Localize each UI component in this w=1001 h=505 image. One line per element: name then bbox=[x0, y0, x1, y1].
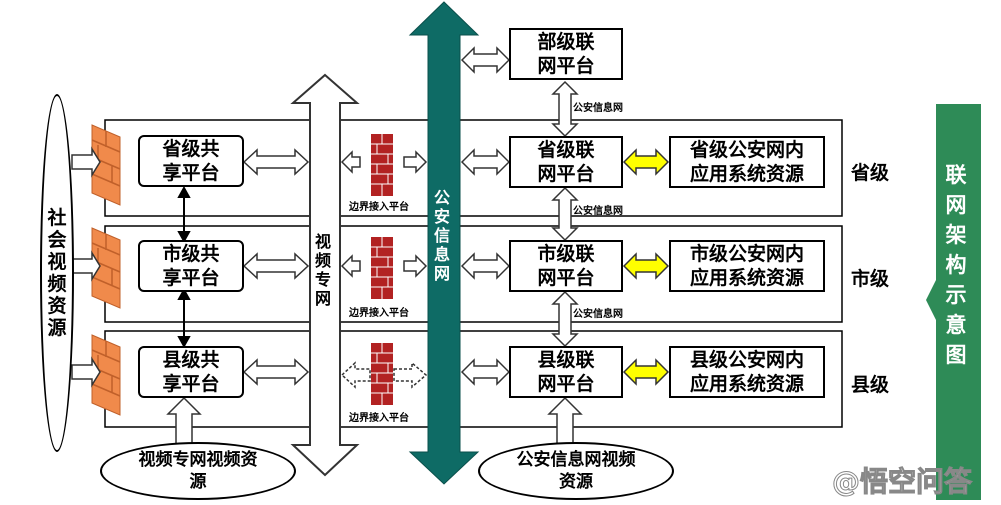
province-share-label: 省级共享平台 bbox=[162, 138, 220, 184]
social-video-label: 社会视频资源 bbox=[47, 207, 67, 339]
province-share-platform[interactable]: 省级共享平台 bbox=[138, 135, 244, 187]
arrow-right bbox=[71, 356, 101, 388]
social-video-source: 社会视频资源 bbox=[40, 94, 74, 452]
city-net-platform[interactable]: 市级联网平台 bbox=[509, 240, 623, 292]
arrow-right bbox=[71, 250, 101, 282]
police-net-link-label: 公安信息网 bbox=[573, 103, 623, 114]
police-net-link-label: 公安信息网 bbox=[573, 309, 623, 320]
city-share-label: 市级共享平台 bbox=[162, 243, 220, 289]
boundary-platform-label: 边界接入平台 bbox=[349, 413, 409, 424]
double-arrow bbox=[340, 150, 428, 278]
video-net-video-source[interactable]: 视频专网视频资源 bbox=[100, 442, 296, 500]
police-net-label: 公安信息网 bbox=[433, 188, 450, 283]
side-title: 联网架构示意图 bbox=[945, 163, 967, 367]
brick-wall-icon bbox=[371, 343, 393, 405]
county-app-resource[interactable]: 县级公安网内应用系统资源 bbox=[669, 346, 825, 398]
vertical-double-arrow bbox=[551, 80, 579, 348]
ministry-net-platform[interactable]: 部级联网平台 bbox=[509, 28, 623, 80]
level-city: 市级 bbox=[851, 268, 890, 290]
county-net-label: 县级联网平台 bbox=[537, 349, 595, 395]
double-arrow bbox=[242, 148, 310, 386]
double-arrow bbox=[460, 46, 511, 386]
province-net-platform[interactable]: 省级联网平台 bbox=[509, 136, 623, 188]
county-app-label: 县级公安网内应用系统资源 bbox=[689, 349, 804, 395]
county-net-platform[interactable]: 县级联网平台 bbox=[509, 346, 623, 398]
level-province: 省级 bbox=[851, 162, 890, 184]
ministry-net-label: 部级联网平台 bbox=[537, 31, 595, 77]
city-share-platform[interactable]: 市级共享平台 bbox=[138, 240, 244, 292]
yellow-double-arrow bbox=[622, 148, 670, 386]
police-net-link-label: 公安信息网 bbox=[573, 206, 623, 217]
province-app-label: 省级公安网内应用系统资源 bbox=[689, 139, 804, 185]
police-net-video-source[interactable]: 公安信息网视频资源 bbox=[478, 442, 674, 500]
video-net-arrow bbox=[290, 73, 360, 477]
side-title-arrow bbox=[926, 104, 981, 500]
vertical-thin-arrow bbox=[177, 185, 191, 349]
province-app-resource[interactable]: 省级公安网内应用系统资源 bbox=[669, 136, 825, 188]
level-county: 县级 bbox=[851, 374, 890, 396]
dashed-double-arrow bbox=[340, 361, 428, 389]
video-net-video-source-label: 视频专网视频资源 bbox=[138, 450, 258, 492]
city-net-label: 市级联网平台 bbox=[537, 243, 595, 289]
county-share-label: 县级共享平台 bbox=[162, 349, 220, 395]
firewall-icon bbox=[91, 124, 121, 206]
police-net-arrow bbox=[408, 1, 480, 485]
province-net-label: 省级联网平台 bbox=[537, 139, 595, 185]
city-app-label: 市级公安网内应用系统资源 bbox=[689, 243, 804, 289]
brick-wall-icon bbox=[371, 237, 393, 299]
boundary-platform-label: 边界接入平台 bbox=[349, 202, 409, 213]
police-net-video-source-label: 公安信息网视频资源 bbox=[516, 450, 636, 492]
county-share-platform[interactable]: 县级共享平台 bbox=[138, 346, 244, 398]
boundary-platform-label: 边界接入平台 bbox=[349, 308, 409, 319]
watermark: @悟空问答 bbox=[831, 465, 973, 499]
brick-wall-icon bbox=[371, 134, 393, 196]
city-app-resource[interactable]: 市级公安网内应用系统资源 bbox=[669, 240, 825, 292]
arrow-right bbox=[71, 146, 101, 178]
video-net-label: 视频专网 bbox=[314, 232, 331, 308]
